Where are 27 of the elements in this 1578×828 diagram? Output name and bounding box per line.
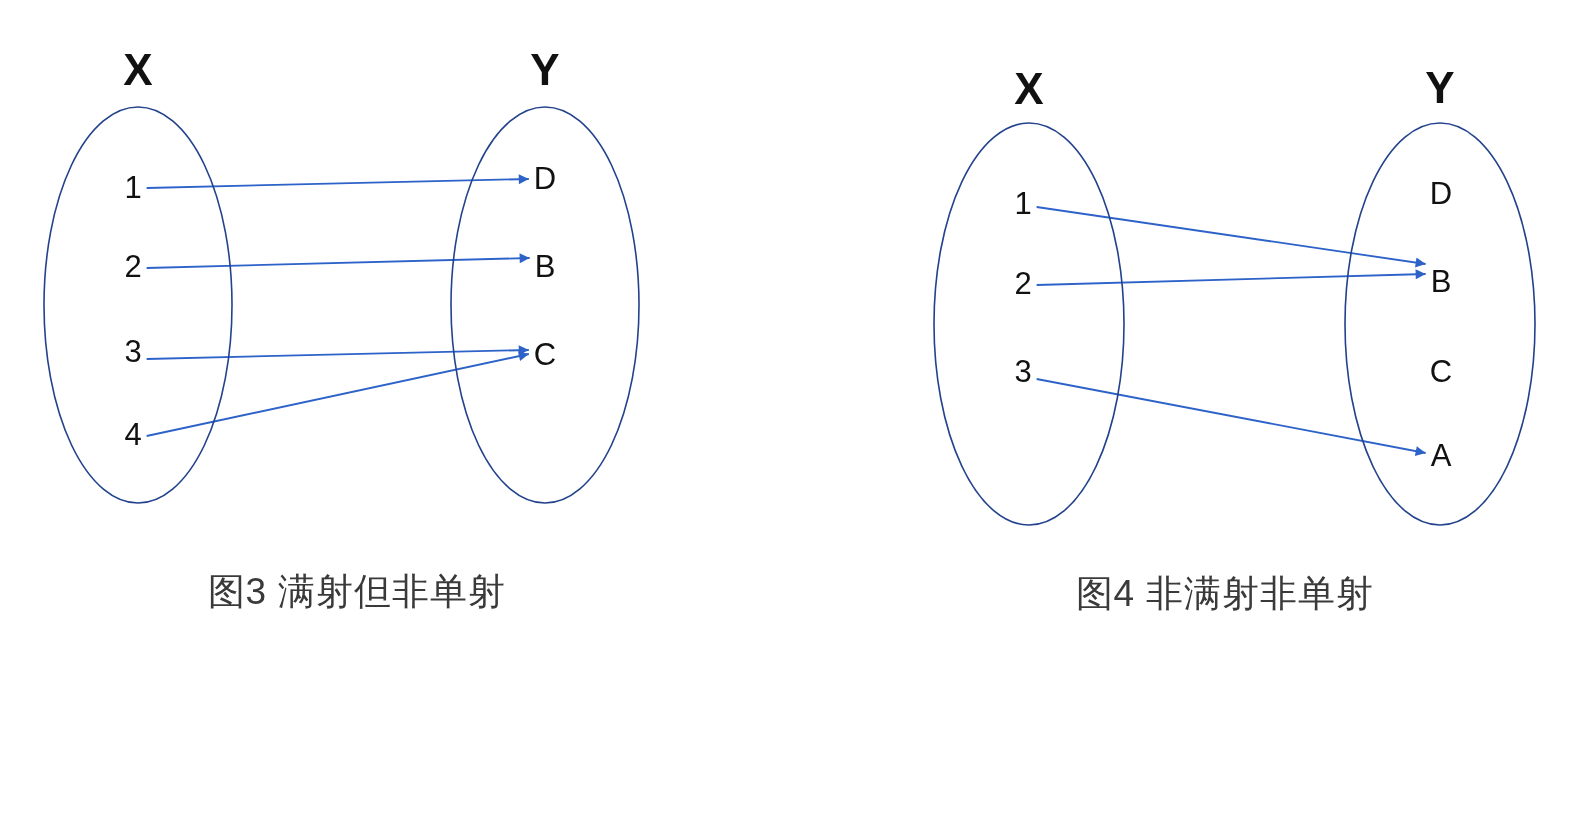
element-label: 3 bbox=[124, 335, 142, 367]
element-label: 1 bbox=[1014, 187, 1032, 219]
element-label: C bbox=[533, 338, 557, 370]
set-name: X bbox=[123, 48, 153, 92]
element-label: D bbox=[533, 162, 557, 194]
arrow bbox=[1035, 269, 1427, 286]
element-label: 4 bbox=[124, 418, 142, 450]
set-name: X bbox=[1014, 67, 1044, 111]
figure-caption: 图4 非满射非单射 bbox=[1075, 573, 1375, 615]
arrow bbox=[145, 345, 530, 360]
element-label: C bbox=[1429, 355, 1453, 387]
set-name: Y bbox=[530, 48, 560, 92]
element-label: B bbox=[1430, 265, 1452, 297]
arrow bbox=[1035, 206, 1427, 268]
element-label: 1 bbox=[124, 171, 142, 203]
element-label: 2 bbox=[1014, 267, 1032, 299]
element-label: B bbox=[534, 250, 556, 282]
set-name: Y bbox=[1425, 66, 1455, 110]
element-label: D bbox=[1429, 177, 1453, 209]
arrow bbox=[145, 253, 531, 269]
arrow bbox=[145, 351, 530, 437]
element-label: A bbox=[1430, 439, 1452, 471]
arrow bbox=[1035, 378, 1427, 457]
arrow bbox=[145, 174, 530, 189]
element-label: 3 bbox=[1014, 355, 1032, 387]
figure-caption: 图3 满射但非单射 bbox=[207, 571, 507, 613]
element-label: 2 bbox=[124, 250, 142, 282]
